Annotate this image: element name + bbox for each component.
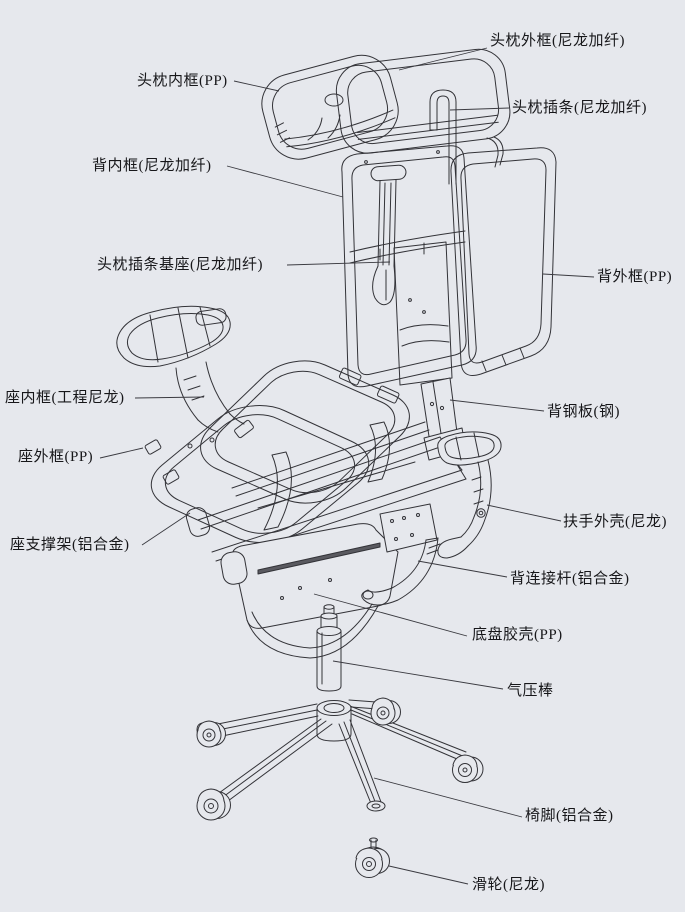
label-gas-lift: 气压棒 bbox=[507, 683, 554, 699]
label-armrest-shell: 扶手外壳(尼龙) bbox=[563, 514, 667, 530]
caster-drawing bbox=[355, 837, 390, 878]
label-headrest-inner-frame: 头枕内框(PP) bbox=[137, 73, 228, 89]
headrest-insert-strip-drawing bbox=[429, 89, 457, 185]
label-back-steel-plate: 背钢板(钢) bbox=[547, 404, 620, 420]
label-headrest-insert-strip-base: 头枕插条基座(尼龙加纤) bbox=[97, 257, 263, 273]
right-armrest-drawing bbox=[426, 431, 502, 559]
headrest-outer-frame-drawing bbox=[335, 48, 511, 154]
label-seat-inner-frame: 座内框(工程尼龙) bbox=[5, 390, 125, 406]
back-connecting-rod-drawing bbox=[361, 503, 439, 606]
label-back-connecting-rod: 背连接杆(铝合金) bbox=[510, 571, 630, 587]
label-seat-outer-frame: 座外框(PP) bbox=[18, 449, 94, 465]
label-chassis-shell: 底盘胶壳(PP) bbox=[472, 627, 563, 643]
back-spine-drawing bbox=[393, 241, 453, 386]
label-caster: 滑轮(尼龙) bbox=[472, 877, 545, 893]
back-outer-frame-drawing bbox=[450, 147, 557, 376]
label-back-inner-frame: 背内框(尼龙加纤) bbox=[92, 158, 212, 174]
label-back-outer-frame: 背外框(PP) bbox=[597, 269, 673, 285]
label-headrest-insert-strip: 头枕插条(尼龙加纤) bbox=[512, 100, 647, 116]
chair-base-drawing bbox=[196, 697, 484, 821]
label-headrest-outer-frame: 头枕外框(尼龙加纤) bbox=[490, 33, 625, 49]
headrest-inner-frame-drawing bbox=[261, 54, 399, 160]
chassis-shell-drawing bbox=[220, 523, 399, 659]
seat-inner-frame-drawing bbox=[183, 350, 427, 530]
gas-lift-drawing bbox=[316, 604, 342, 692]
back-inner-frame-drawing bbox=[341, 145, 477, 388]
label-chair-base: 椅脚(铝合金) bbox=[525, 808, 614, 824]
label-seat-support-frame: 座支撑架(铝合金) bbox=[10, 537, 130, 553]
seat-support-frame-drawing bbox=[185, 421, 467, 562]
insert-strip-base-drawing bbox=[370, 164, 407, 306]
leader-lines bbox=[99, 47, 595, 885]
left-armrest-drawing bbox=[116, 305, 245, 433]
seat-outer-frame-drawing bbox=[132, 394, 388, 554]
